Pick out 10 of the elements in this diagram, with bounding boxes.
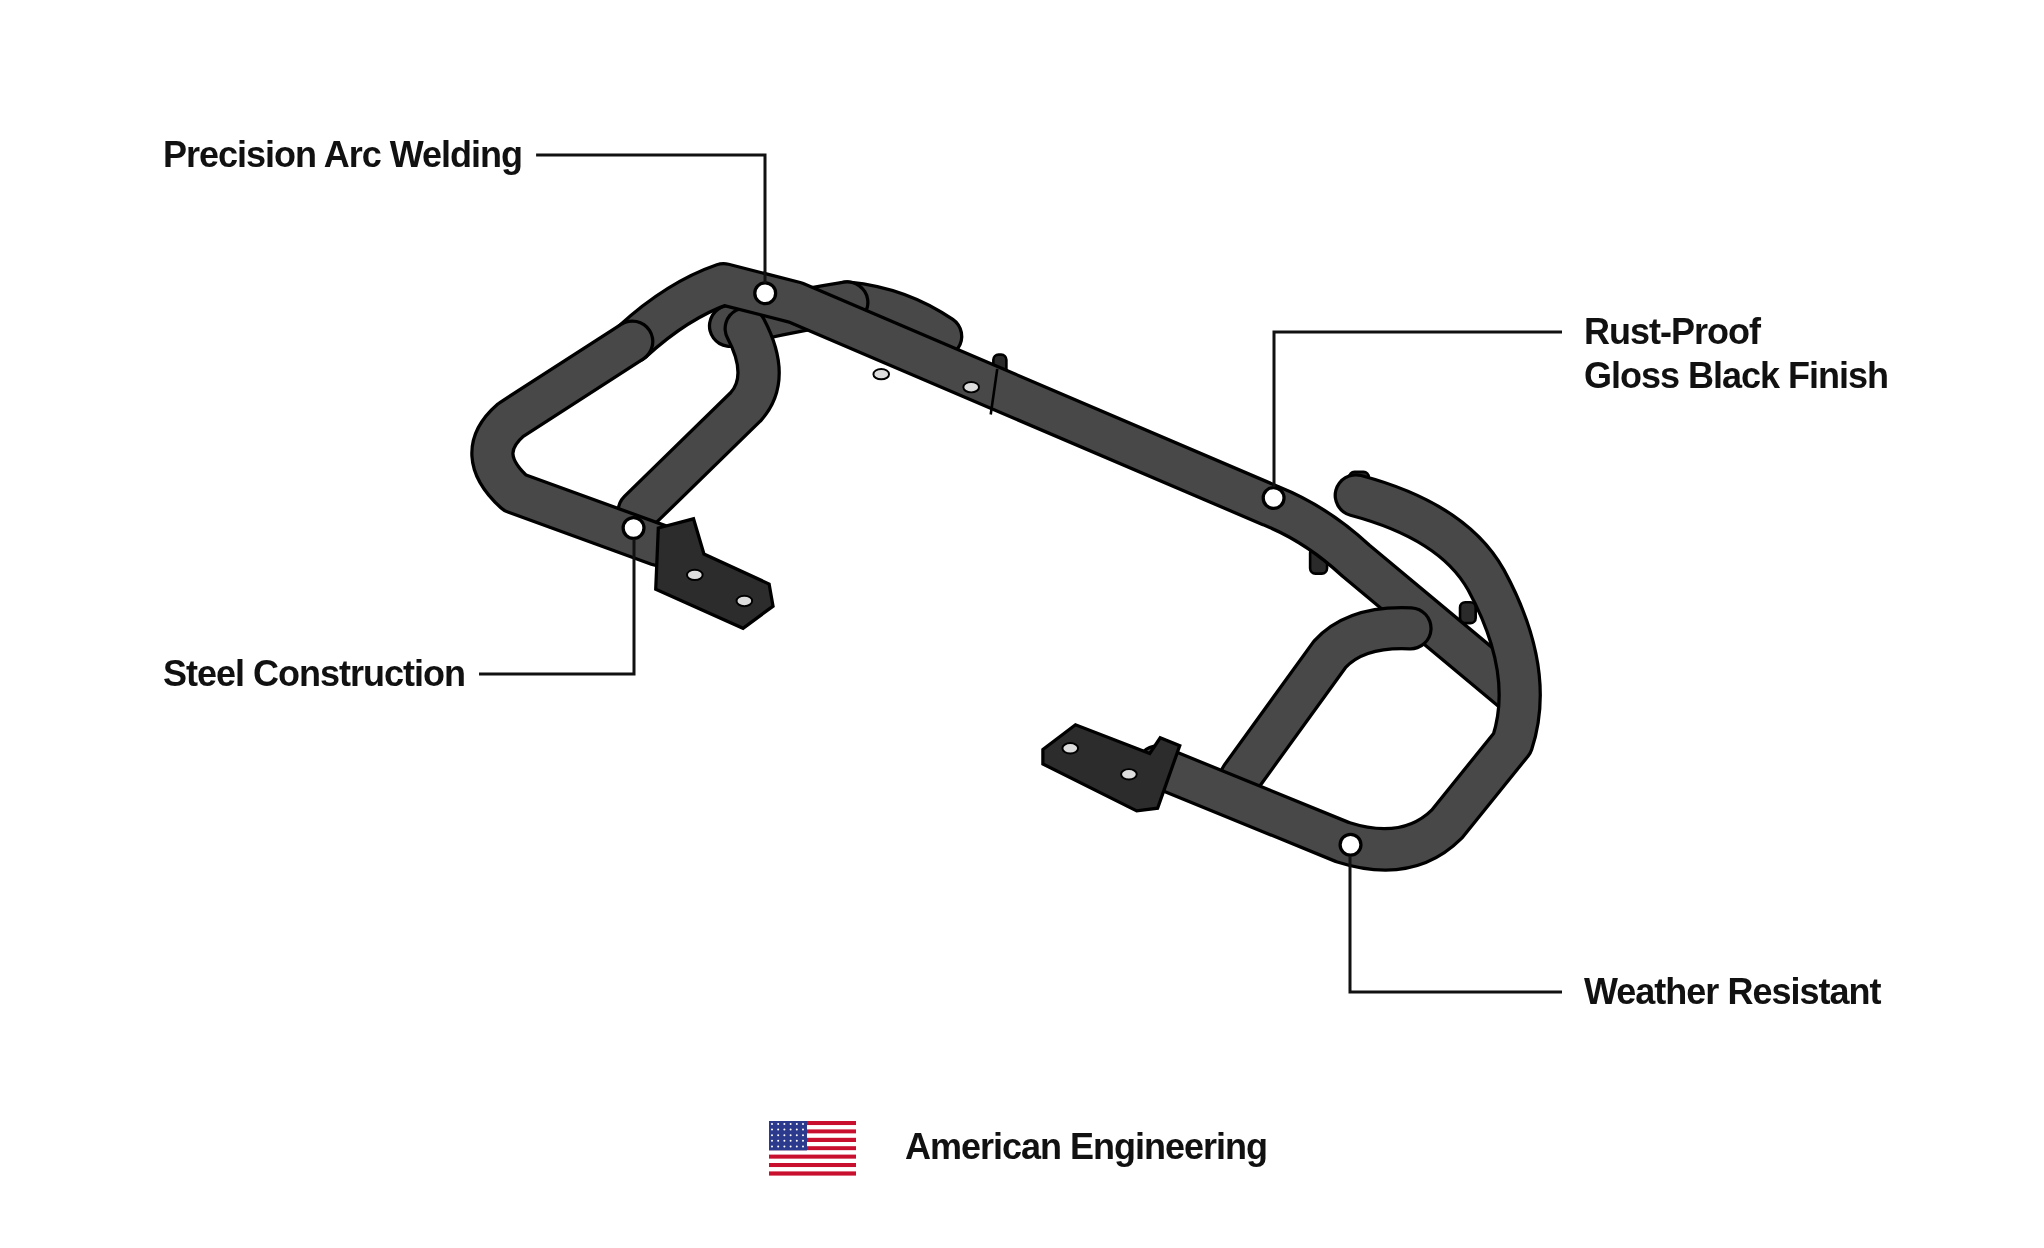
leader-line [536,153,767,283]
callout-label: Rust-Proof Gloss Black Finish [1584,310,1889,398]
callout-label: Steel Construction [163,652,466,696]
leader-line [1348,856,1562,994]
footer-caption: American Engineering [905,1125,1268,1169]
callout-label: Precision Arc Welding [163,133,523,177]
leader-line [479,539,636,676]
leader-line [1272,330,1562,487]
frame-drawing [470,262,1542,872]
callout-label: Weather Resistant [1584,970,1881,1014]
